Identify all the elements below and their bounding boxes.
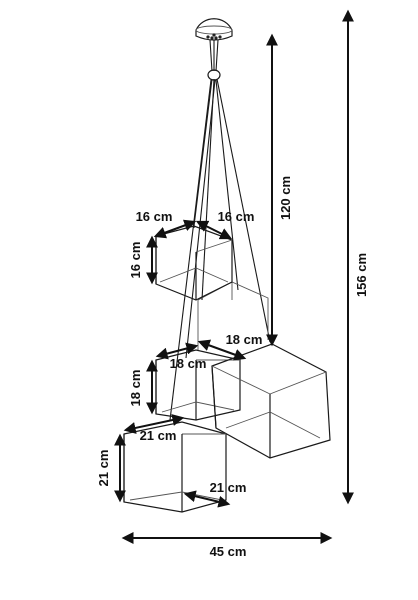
shade-right xyxy=(211,343,331,459)
small-depth-label: 16 cm xyxy=(218,209,255,224)
overall-height-label: 156 cm xyxy=(354,253,369,297)
cable-junction xyxy=(207,39,221,81)
dimension-medium-depth: 18 cm xyxy=(197,332,263,361)
dimension-large-depth: 21 cm xyxy=(183,480,247,508)
ceiling-canopy xyxy=(195,18,233,41)
cord-length-label: 120 cm xyxy=(278,176,293,220)
dimension-overall-height: 156 cm xyxy=(342,9,369,505)
dimension-medium-width: 18 cm xyxy=(155,342,207,371)
dimension-medium-height: 18 cm xyxy=(128,359,158,415)
canopy-cord-holes xyxy=(206,33,222,40)
large-height-label: 21 cm xyxy=(96,450,111,487)
dimension-large-width: 21 cm xyxy=(123,414,185,443)
medium-depth-label: 18 cm xyxy=(226,332,263,347)
shade-small xyxy=(155,225,233,301)
large-width-label: 21 cm xyxy=(140,428,177,443)
medium-width-label: 18 cm xyxy=(170,356,207,371)
dimension-small-height: 16 cm xyxy=(128,235,158,285)
suspension-cords xyxy=(169,78,271,421)
dimension-cord-length: 120 cm xyxy=(266,33,293,347)
dimension-small-depth: 16 cm xyxy=(195,209,255,240)
dimension-large-height: 21 cm xyxy=(96,433,126,503)
large-depth-label: 21 cm xyxy=(210,480,247,495)
dimension-overall-width: 45 cm xyxy=(121,532,333,559)
overall-width-label: 45 cm xyxy=(210,544,247,559)
small-height-label: 16 cm xyxy=(128,242,143,279)
dimension-small-width: 16 cm xyxy=(136,209,197,239)
small-width-label: 16 cm xyxy=(136,209,173,224)
medium-height-label: 18 cm xyxy=(128,370,143,407)
